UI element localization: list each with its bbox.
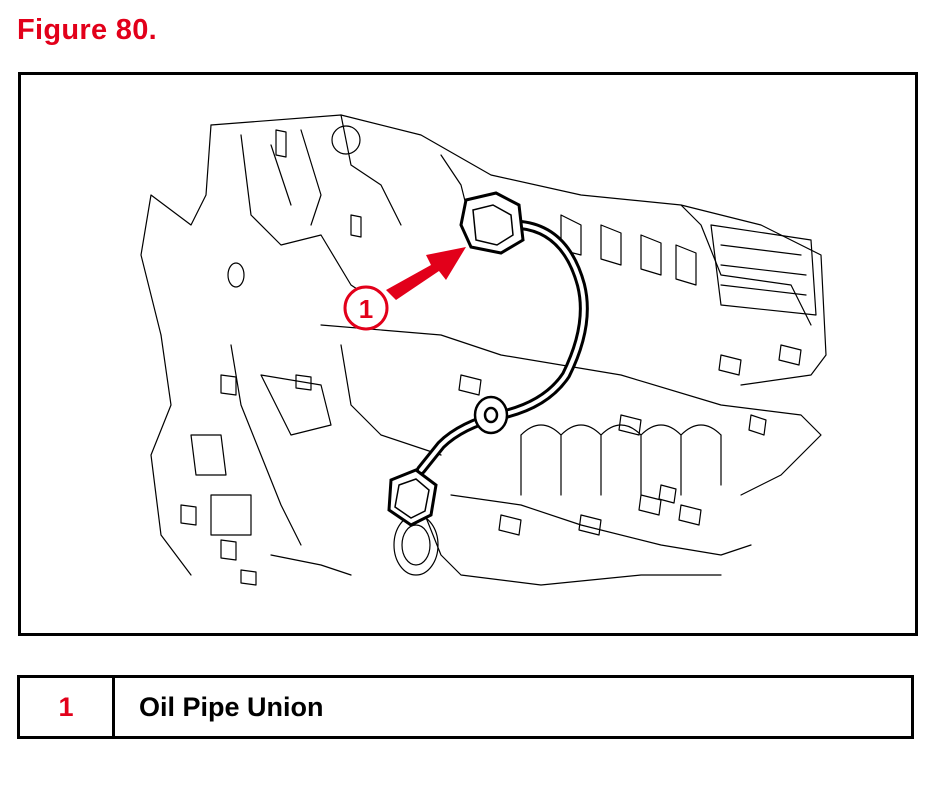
legend-label: Oil Pipe Union [139,691,324,722]
legend-table: 1 Oil Pipe Union [17,675,914,739]
engine-line-drawing: 1 [140,114,827,586]
legend-number: 1 [20,678,115,736]
figure-frame: 1 [18,72,918,636]
pipe-bracket [473,395,509,435]
callout-circle: 1 [343,285,389,331]
oil-pipe-union-lower [387,468,438,527]
figure-title: Figure 80. [17,14,157,46]
engine-outline [140,114,827,586]
oil-pipe-union-upper [459,191,525,255]
callout-number: 1 [359,294,373,324]
oil-pipe [416,220,589,475]
callout-arrow [386,247,466,300]
